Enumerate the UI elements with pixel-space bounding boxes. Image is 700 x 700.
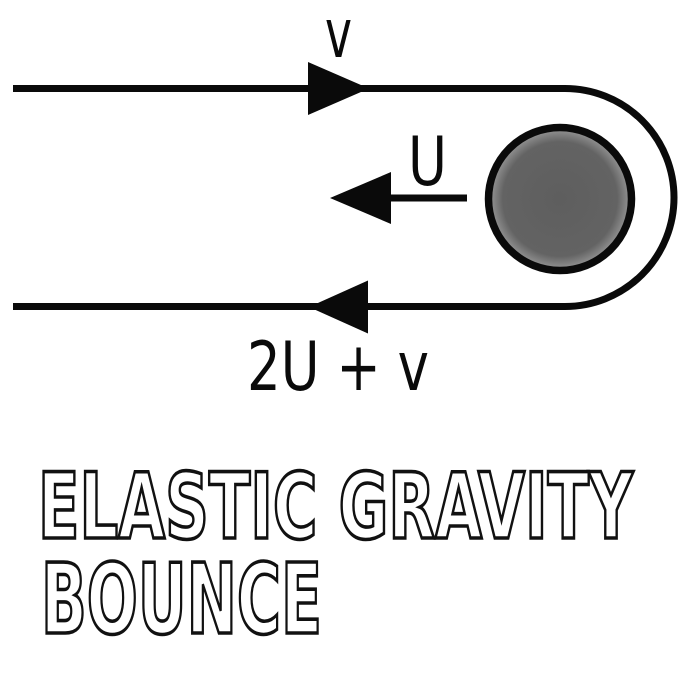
planet-velocity-label: U xyxy=(408,123,447,202)
incoming-arrowhead-right-icon xyxy=(308,62,369,115)
incoming-velocity-label: v xyxy=(325,0,352,74)
title-line-2: BOUNCE xyxy=(41,543,322,656)
planet-velocity-arrowhead-left-icon xyxy=(330,172,391,224)
trajectory-path xyxy=(13,85,678,310)
outgoing-arrowhead-left-icon xyxy=(309,280,368,334)
title-line-1: ELASTIC GRAVITY xyxy=(38,455,634,560)
planet-circle xyxy=(484,123,636,275)
outgoing-velocity-label: 2U + v xyxy=(247,328,429,407)
